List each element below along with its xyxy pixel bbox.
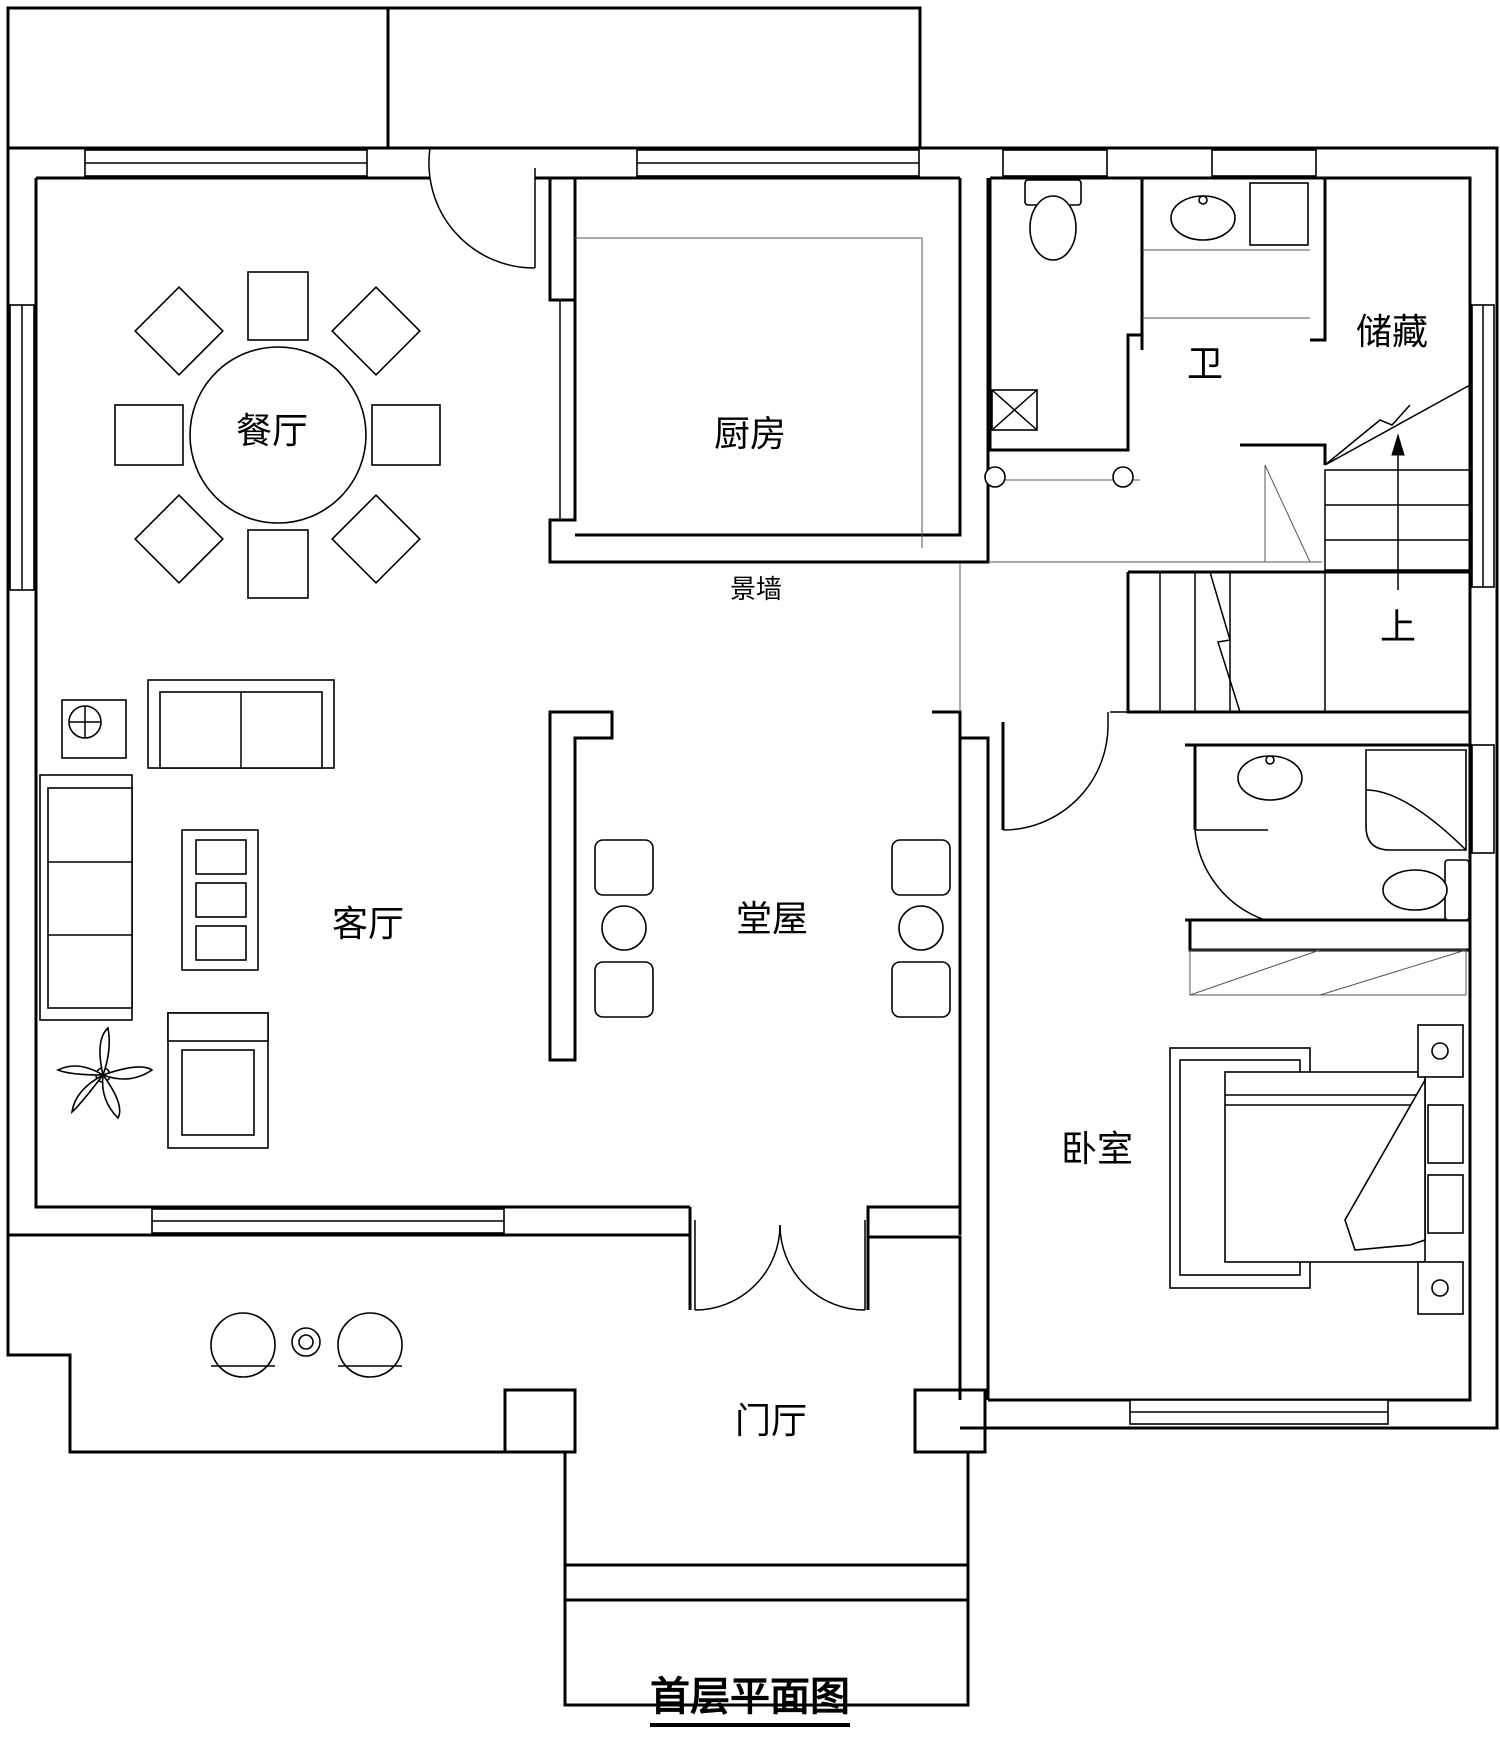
windows bbox=[9, 149, 1495, 1425]
shower-icon bbox=[991, 389, 1467, 851]
ceiling-fan-icon bbox=[56, 1026, 154, 1120]
hall-chairs bbox=[594, 839, 951, 1018]
interior-walls bbox=[8, 178, 1472, 1400]
bed-icon bbox=[1169, 1024, 1464, 1315]
front-porch bbox=[6, 1235, 988, 1707]
living-furniture bbox=[39, 679, 335, 1149]
sink-icon bbox=[1170, 182, 1309, 801]
doors bbox=[428, 147, 1268, 1311]
guide-lines bbox=[575, 237, 1322, 712]
room-label-hall: 堂屋 bbox=[735, 899, 809, 940]
wardrobe bbox=[1189, 949, 1467, 996]
room-label-living: 客厅 bbox=[331, 904, 405, 945]
room-label-storage: 储藏 bbox=[1355, 312, 1429, 353]
room-label-stairs-up: 上 bbox=[1379, 607, 1417, 648]
toilet-icon bbox=[1024, 179, 1470, 921]
porch-seating bbox=[210, 1312, 403, 1378]
top-terrace bbox=[6, 6, 922, 150]
room-label-bath-upper: 卫 bbox=[1186, 344, 1224, 385]
room-label-dining: 餐厅 bbox=[235, 411, 309, 452]
plant-icon bbox=[68, 466, 1134, 739]
room-label-bedroom: 卧室 bbox=[1060, 1129, 1134, 1170]
staircase bbox=[1159, 384, 1471, 713]
room-label-kitchen: 厨房 bbox=[713, 414, 787, 455]
room-label-feature-wall: 景墙 bbox=[729, 575, 783, 605]
plan-title: 首层平面图 bbox=[650, 1677, 850, 1727]
room-label-entrance: 门厅 bbox=[734, 1401, 808, 1442]
dining-table bbox=[114, 271, 441, 599]
